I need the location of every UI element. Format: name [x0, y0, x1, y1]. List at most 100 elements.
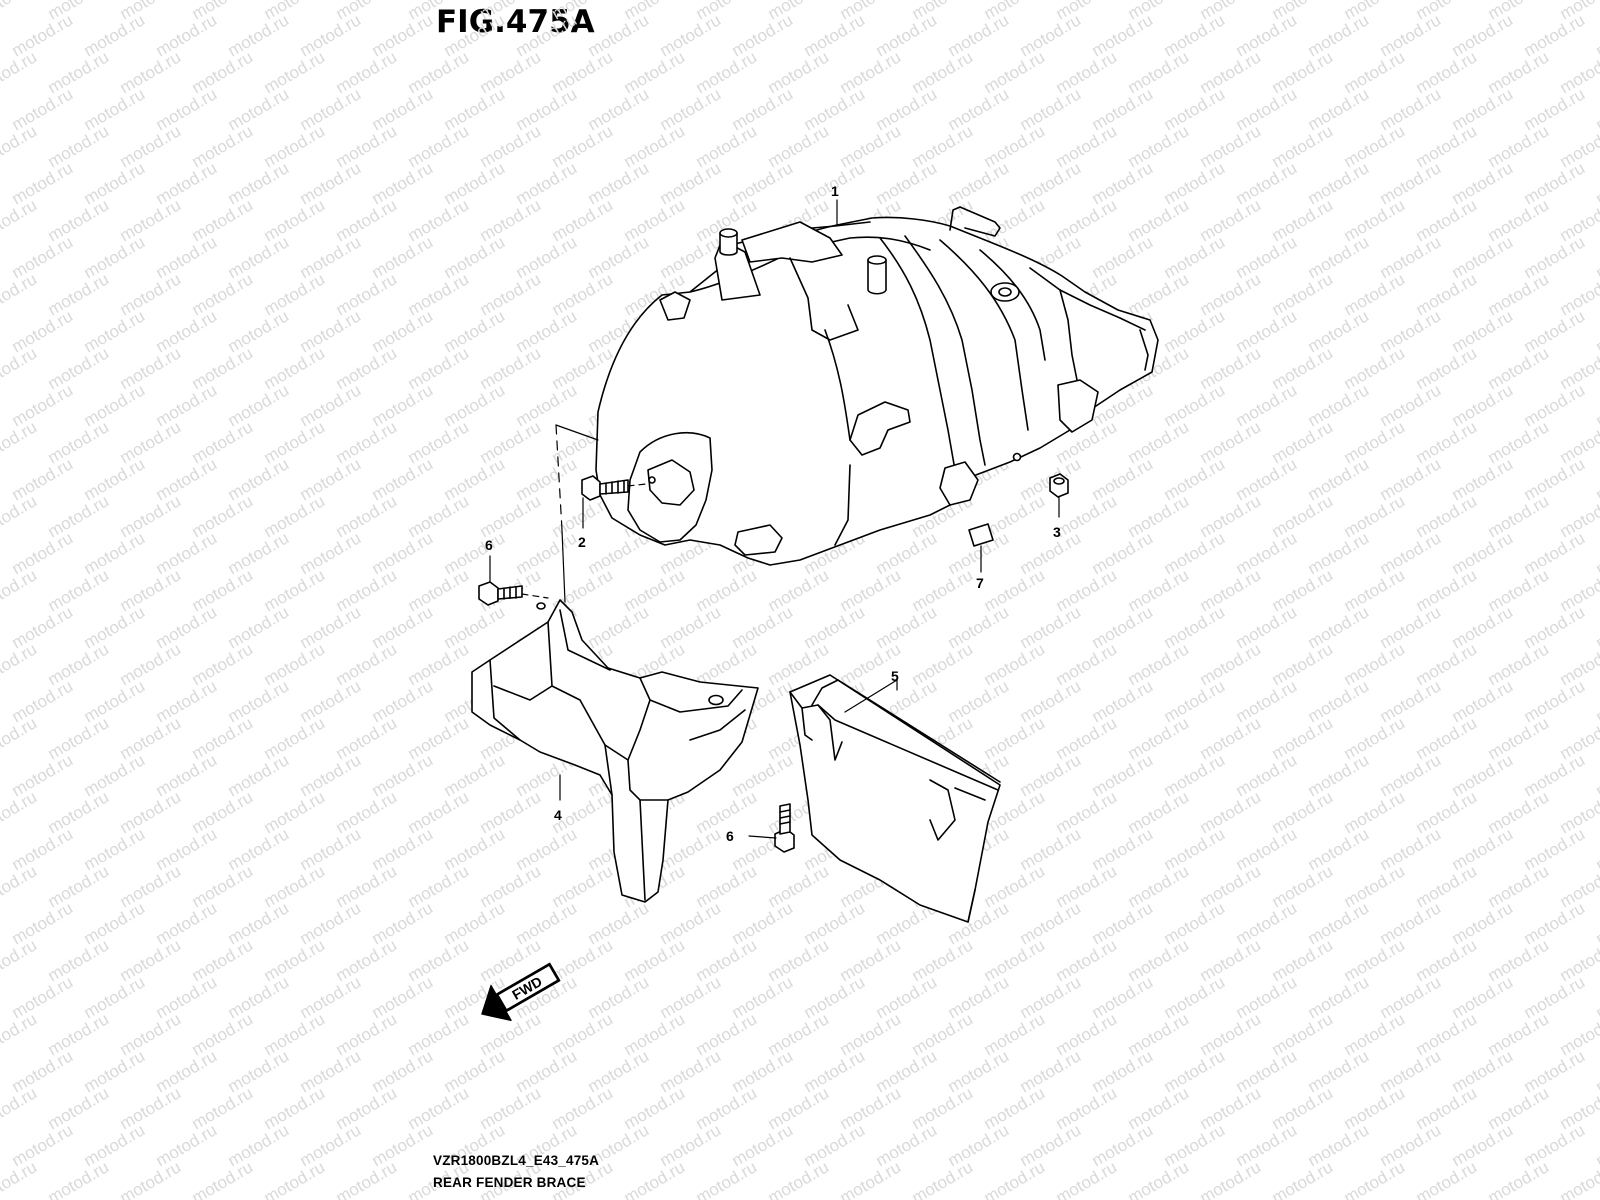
watermark-text: motod.ru: [945, 10, 1013, 60]
watermark-text: motod.ru: [549, 47, 617, 97]
watermark-text: motod.ru: [1269, 491, 1337, 541]
watermark-text: motod.ru: [1377, 750, 1445, 800]
watermark-text: motod.ru: [477, 491, 545, 541]
watermark-text: motod.ru: [153, 10, 221, 60]
watermark-text: motod.ru: [801, 972, 869, 1022]
watermark-text: motod.ru: [1305, 750, 1373, 800]
watermark-text: motod.ru: [513, 158, 581, 208]
watermark-text: motod.ru: [873, 158, 941, 208]
watermark-text: motod.ru: [1233, 454, 1301, 504]
watermark-text: motod.ru: [1089, 824, 1157, 874]
watermark-text: motod.ru: [1125, 47, 1193, 97]
leader-lines: [489, 199, 1060, 839]
watermark-text: motod.ru: [1233, 528, 1301, 578]
watermark-text: motod.ru: [657, 898, 725, 948]
watermark-text: motod.ru: [837, 121, 905, 171]
watermark-text: motod.ru: [1017, 676, 1085, 726]
watermark-text: motod.ru: [81, 232, 149, 282]
watermark-text: motod.ru: [1017, 750, 1085, 800]
watermark-text: motod.ru: [1593, 602, 1600, 652]
watermark-text: motod.ru: [1161, 306, 1229, 356]
watermark-text: motod.ru: [1233, 676, 1301, 726]
watermark-text: motod.ru: [1125, 195, 1193, 245]
watermark-text: motod.ru: [333, 565, 401, 615]
watermark-text: motod.ru: [9, 232, 77, 282]
watermark-text: motod.ru: [117, 1083, 185, 1133]
watermark-text: motod.ru: [225, 898, 293, 948]
watermark-text: motod.ru: [657, 972, 725, 1022]
watermark-text: motod.ru: [297, 158, 365, 208]
watermark-text: motod.ru: [1377, 1120, 1445, 1170]
watermark-text: motod.ru: [1521, 528, 1589, 578]
watermark-text: motod.ru: [945, 602, 1013, 652]
watermark-text: motod.ru: [1521, 232, 1589, 282]
watermark-text: motod.ru: [1305, 1046, 1373, 1096]
watermark-text: motod.ru: [441, 306, 509, 356]
watermark-text: motod.ru: [1161, 380, 1229, 430]
watermark-text: motod.ru: [1269, 639, 1337, 689]
watermark-text: motod.ru: [81, 10, 149, 60]
watermark-text: motod.ru: [81, 750, 149, 800]
watermark-text: motod.ru: [81, 528, 149, 578]
watermark-text: motod.ru: [1485, 861, 1553, 911]
watermark-text: motod.ru: [1197, 565, 1265, 615]
watermark-text: motod.ru: [1413, 1083, 1481, 1133]
watermark-text: motod.ru: [1413, 1157, 1481, 1200]
watermark-text: motod.ru: [1305, 898, 1373, 948]
watermark-text: motod.ru: [297, 84, 365, 134]
watermark-text: motod.ru: [1593, 454, 1600, 504]
watermark-text: motod.ru: [9, 84, 77, 134]
watermark-text: motod.ru: [621, 195, 689, 245]
callout-3: 3: [1053, 524, 1061, 540]
watermark-text: motod.ru: [153, 84, 221, 134]
watermark-text: motod.ru: [225, 306, 293, 356]
watermark-text: motod.ru: [9, 824, 77, 874]
watermark-text: motod.ru: [1269, 713, 1337, 763]
watermark-text: motod.ru: [1449, 380, 1517, 430]
watermark-text: motod.ru: [0, 787, 40, 837]
watermark-text: motod.ru: [1485, 935, 1553, 985]
watermark-text: motod.ru: [1161, 824, 1229, 874]
watermark-text: motod.ru: [369, 602, 437, 652]
watermark-text: motod.ru: [1485, 121, 1553, 171]
watermark-text: motod.ru: [1125, 269, 1193, 319]
watermark-text: motod.ru: [1089, 158, 1157, 208]
callout-2: 2: [578, 534, 586, 550]
watermark-text: motod.ru: [1233, 158, 1301, 208]
watermark-text: motod.ru: [369, 750, 437, 800]
watermark-text: motod.ru: [45, 935, 113, 985]
watermark-text: motod.ru: [261, 47, 329, 97]
watermark-text: motod.ru: [1521, 306, 1589, 356]
watermark-text: motod.ru: [1341, 1009, 1409, 1059]
watermark-text: motod.ru: [1125, 121, 1193, 171]
watermark-text: motod.ru: [189, 343, 257, 393]
watermark-text: motod.ru: [621, 565, 689, 615]
watermark-text: motod.ru: [9, 454, 77, 504]
watermark-text: motod.ru: [81, 1046, 149, 1096]
watermark-text: motod.ru: [45, 787, 113, 837]
watermark-text: motod.ru: [1449, 454, 1517, 504]
watermark-text: motod.ru: [477, 343, 545, 393]
watermark-text: motod.ru: [441, 380, 509, 430]
watermark-text: motod.ru: [1269, 565, 1337, 615]
watermark-text: motod.ru: [225, 84, 293, 134]
watermark-text: motod.ru: [45, 269, 113, 319]
watermark-text: motod.ru: [0, 1083, 40, 1133]
watermark-text: motod.ru: [873, 1046, 941, 1096]
watermark-text: motod.ru: [1521, 898, 1589, 948]
watermark-text: motod.ru: [1449, 602, 1517, 652]
watermark-text: motod.ru: [1449, 1046, 1517, 1096]
watermark-text: motod.ru: [297, 10, 365, 60]
watermark-text: motod.ru: [333, 787, 401, 837]
watermark-text: motod.ru: [1053, 565, 1121, 615]
watermark-text: motod.ru: [1593, 306, 1600, 356]
watermark-text: motod.ru: [1377, 602, 1445, 652]
watermark-text: motod.ru: [1197, 861, 1265, 911]
watermark-text: motod.ru: [117, 417, 185, 467]
watermark-text: motod.ru: [1593, 232, 1600, 282]
watermark-text: motod.ru: [1413, 417, 1481, 467]
watermark-text: motod.ru: [333, 491, 401, 541]
model-code: VZR1800BZL4_E43_475A: [433, 1153, 600, 1168]
watermark-text: motod.ru: [1125, 861, 1193, 911]
